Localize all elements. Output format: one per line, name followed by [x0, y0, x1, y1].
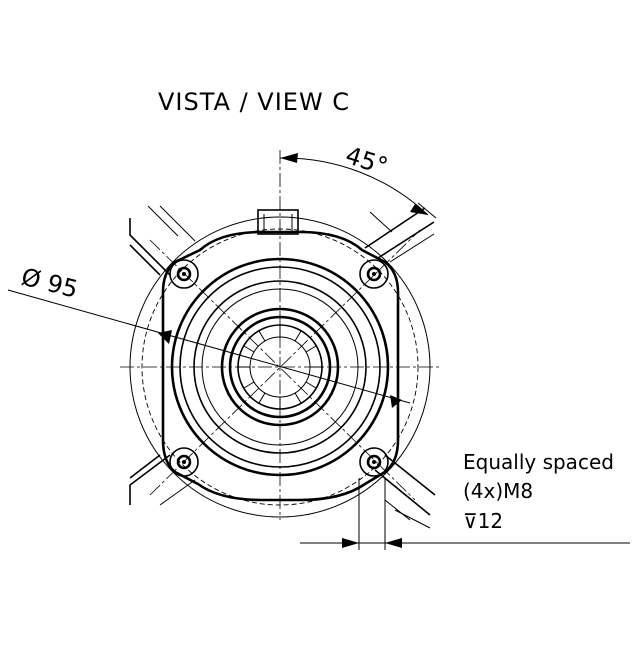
diameter-label: Ø 95	[19, 263, 81, 304]
note-line-3: ⊽12	[463, 509, 503, 533]
bolt-bottom-right	[359, 447, 389, 477]
flange-outline	[161, 230, 400, 502]
mounting-bolts	[169, 259, 389, 477]
view-title: VISTA / VIEW C	[158, 88, 350, 116]
angle-label: 45°	[342, 141, 391, 181]
top-boss	[257, 209, 299, 235]
angle-dimension	[279, 153, 437, 219]
bolt-top-right	[359, 259, 389, 289]
bolt-top-left	[169, 259, 199, 289]
note-line-1: Equally spaced	[463, 450, 614, 474]
note-line-2: (4x)M8	[463, 479, 533, 503]
center-lines	[120, 150, 440, 520]
bolt-spacing-dimension	[300, 478, 630, 550]
thread-note: Equally spaced (4x)M8 ⊽12	[463, 450, 614, 533]
diameter-dimension	[7, 289, 411, 408]
